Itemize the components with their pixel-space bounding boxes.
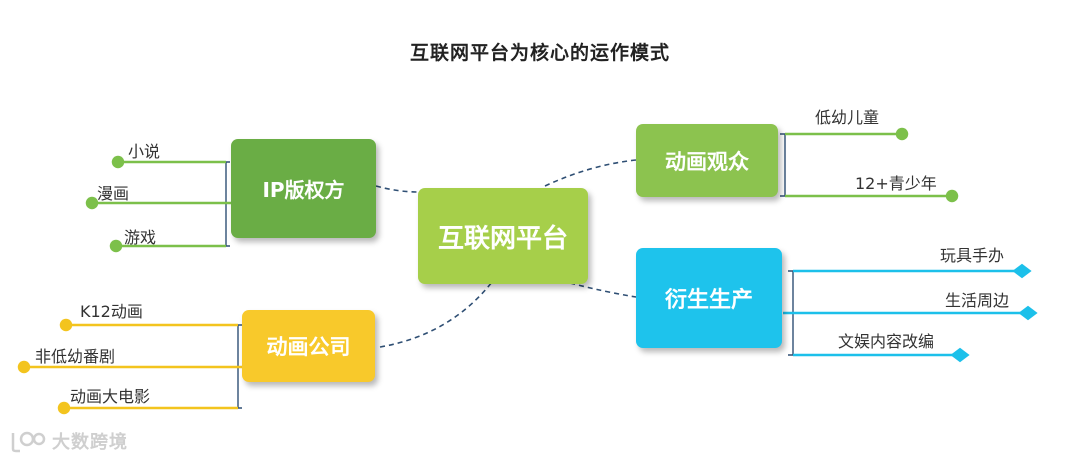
leaf-k12: K12动画 (80, 302, 143, 321)
leaf-merch: 生活周边 (945, 291, 1010, 310)
bracket-audience (780, 133, 786, 197)
leaf-game: 游戏 (124, 228, 157, 247)
leaf-kids: 低幼儿童 (815, 108, 880, 127)
leaf-movie: 动画大电影 (70, 387, 151, 406)
ip-node[interactable]: IP版权方 (231, 139, 376, 238)
link-center-audience (544, 159, 637, 187)
leaf-teen: 12+青少年 (855, 174, 937, 193)
watermark-logo-icon (11, 431, 46, 453)
studio-node[interactable]: 动画公司 (242, 310, 375, 382)
leaf-novel: 小说 (128, 142, 161, 161)
watermark-text: 大数跨境 (52, 432, 128, 453)
leaf-comic: 漫画 (97, 184, 130, 203)
diagram-title: 互联网平台为核心的运作模式 (409, 42, 670, 64)
leaf-adapt: 文娱内容改编 (838, 332, 935, 351)
leaf-toys: 玩具手办 (940, 246, 1005, 265)
audience-node[interactable]: 动画观众 (636, 124, 778, 197)
watermark: 大数跨境 (10, 428, 128, 454)
derivative-node[interactable]: 衍生生产 (636, 248, 782, 348)
center-node[interactable]: 互联网平台 (418, 188, 588, 284)
leaf-series: 非低幼番剧 (35, 347, 116, 366)
link-center-ip (375, 185, 419, 193)
link-center-derivative (569, 282, 637, 298)
link-center-studio (379, 281, 493, 348)
